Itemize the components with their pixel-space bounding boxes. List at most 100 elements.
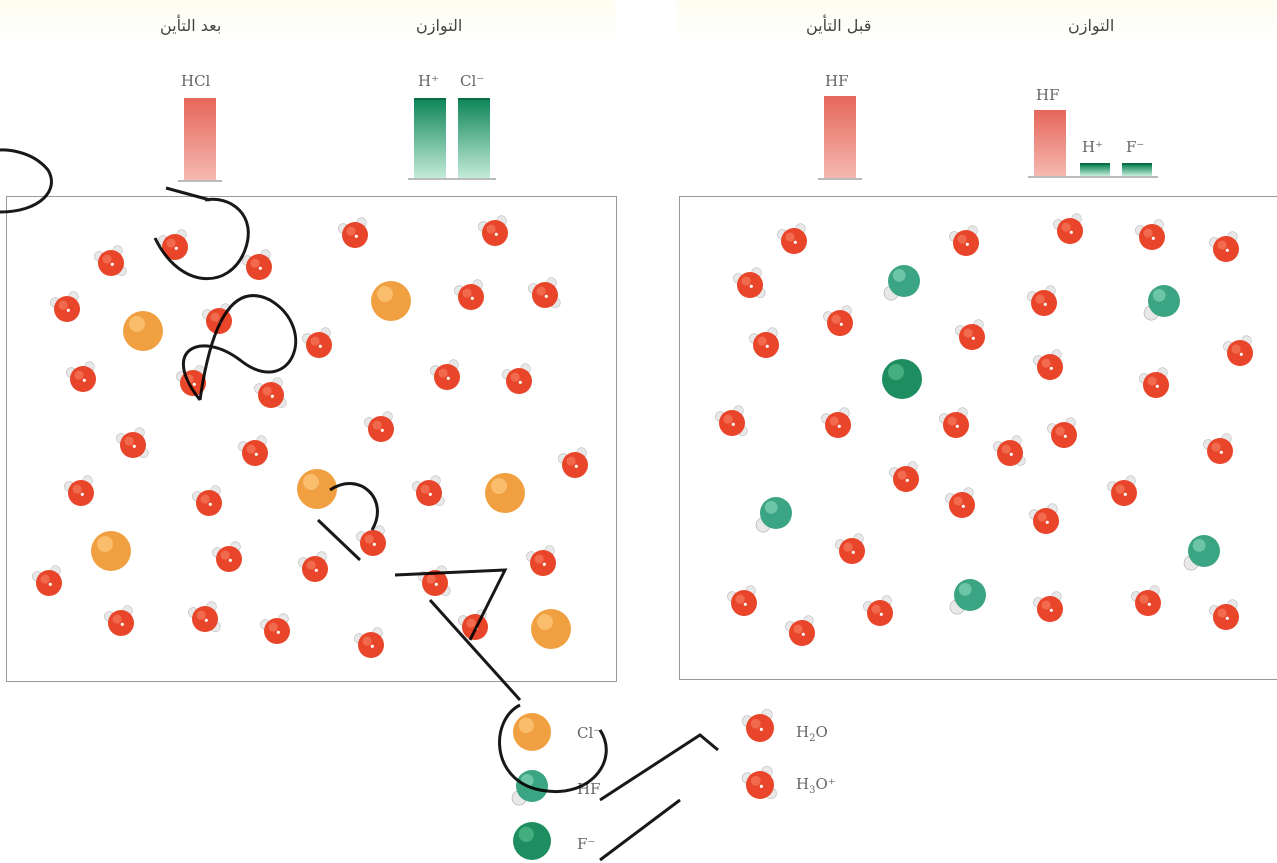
water-molecule-icon bbox=[50, 291, 80, 322]
water-molecule-icon bbox=[835, 533, 865, 564]
left-header-strip bbox=[0, 0, 615, 44]
water-molecule-icon bbox=[1107, 475, 1137, 506]
legend-label-h3o: H3O⁺ bbox=[796, 775, 836, 796]
water-molecule-icon bbox=[364, 411, 394, 442]
water-molecule-icon bbox=[785, 615, 815, 646]
legend-label-cl: Cl⁻ bbox=[577, 724, 602, 742]
water-molecule-icon bbox=[458, 609, 488, 640]
bar-h-plus-left bbox=[414, 98, 446, 180]
water-molecule-icon bbox=[1223, 335, 1253, 366]
water-molecule-icon bbox=[949, 225, 979, 256]
legend-label-f: F⁻ bbox=[577, 835, 596, 853]
water-molecule-icon bbox=[502, 363, 532, 394]
hf-molecule-icon bbox=[511, 770, 548, 806]
h2o-sub: 2 bbox=[809, 733, 816, 744]
h2o-prefix: H bbox=[796, 723, 810, 741]
water-molecule-icon bbox=[1135, 219, 1165, 250]
water-molecule-icon bbox=[1033, 591, 1063, 622]
h3o-prefix: H bbox=[796, 775, 810, 793]
bar-hf-before bbox=[824, 96, 856, 178]
bar-label-h-plus-right: H⁺ bbox=[1082, 138, 1103, 156]
hydronium-ion-icon bbox=[733, 267, 766, 299]
h2o-suffix: O bbox=[815, 723, 828, 741]
water-molecule-icon bbox=[64, 475, 94, 506]
water-molecule-icon bbox=[242, 249, 272, 280]
hydronium-ion-icon bbox=[94, 245, 127, 277]
hydronium-ion-icon bbox=[254, 377, 287, 409]
chloride-ion-icon bbox=[297, 469, 337, 509]
fluoride-ion-icon bbox=[882, 359, 922, 399]
water-molecule-icon bbox=[260, 613, 290, 644]
bar-baseline-right-eq bbox=[1028, 176, 1158, 178]
water-molecule-icon bbox=[298, 551, 328, 582]
water-molecule-icon bbox=[863, 595, 893, 626]
water-molecule-icon bbox=[66, 361, 96, 392]
water-molecule-icon bbox=[889, 461, 919, 492]
h3o-sub: 3 bbox=[809, 785, 816, 796]
water-molecule-icon bbox=[939, 407, 969, 438]
hf-particles bbox=[715, 213, 1253, 646]
hydronium-ion-icon bbox=[188, 601, 221, 633]
hf-molecule-icon bbox=[883, 265, 920, 301]
legend-label-h2o: H2O bbox=[796, 723, 828, 744]
water-molecule-icon bbox=[1131, 585, 1161, 616]
water-molecule-icon bbox=[454, 279, 484, 310]
hydronium-ion-icon bbox=[412, 475, 445, 507]
fluoride-ion-icon bbox=[513, 822, 551, 860]
chloride-ion-icon bbox=[513, 713, 551, 751]
water-molecule-icon bbox=[354, 627, 384, 658]
water-molecule-icon bbox=[32, 565, 62, 596]
hydronium-ion-icon bbox=[993, 435, 1026, 467]
bar-label-hcl: HCl bbox=[181, 72, 211, 90]
bar-baseline-left-before bbox=[178, 180, 222, 182]
water-molecule-icon bbox=[1033, 349, 1063, 380]
water-molecule-icon bbox=[1053, 213, 1083, 244]
water-molecule-icon bbox=[727, 585, 757, 616]
bar-label-cl-minus: Cl⁻ bbox=[460, 72, 485, 90]
left-header-equilibrium: التوازن bbox=[416, 16, 463, 35]
bar-label-hf-before: HF bbox=[825, 72, 849, 90]
water-molecule-icon bbox=[823, 305, 853, 336]
water-molecule-icon bbox=[158, 229, 188, 260]
bar-baseline-left-eq bbox=[408, 178, 496, 180]
water-molecule-icon bbox=[1209, 231, 1239, 262]
water-molecule-icon bbox=[777, 223, 807, 254]
water-molecule-icon bbox=[955, 319, 985, 350]
water-molecule-icon bbox=[212, 541, 242, 572]
legend-label-hf: HF bbox=[577, 780, 601, 798]
water-molecule-icon bbox=[558, 447, 588, 478]
water-molecule-icon bbox=[821, 407, 851, 438]
bar-hf-eq bbox=[1034, 110, 1066, 176]
right-header-before: قبل التأين bbox=[806, 16, 872, 35]
water-molecule-icon bbox=[192, 485, 222, 516]
hf-molecule-icon bbox=[949, 579, 986, 615]
bar-label-hf-eq: HF bbox=[1036, 86, 1060, 104]
water-molecule-icon bbox=[338, 217, 368, 248]
bar-baseline-right-before bbox=[818, 178, 862, 180]
hydronium-ion-icon bbox=[116, 427, 149, 459]
hcl-beaker-panel bbox=[6, 196, 617, 682]
bar-label-f-minus: F⁻ bbox=[1126, 138, 1145, 156]
water-molecule-icon bbox=[430, 359, 460, 390]
water-molecule-icon bbox=[749, 327, 779, 358]
hf-beaker-panel bbox=[679, 196, 1277, 680]
bar-hcl bbox=[184, 98, 216, 180]
water-molecule-icon bbox=[478, 215, 508, 246]
water-molecule-icon bbox=[176, 365, 206, 396]
chloride-ion-icon bbox=[123, 311, 163, 351]
water-molecule-icon bbox=[302, 327, 332, 358]
right-header-equilibrium: التوازن bbox=[1068, 16, 1115, 35]
chloride-ion-icon bbox=[91, 531, 131, 571]
water-molecule-icon bbox=[202, 303, 232, 334]
water-molecule-icon bbox=[1027, 285, 1057, 316]
bar-cl-minus bbox=[458, 98, 490, 180]
water-molecule-icon bbox=[526, 545, 556, 576]
bar-label-h-plus-left: H⁺ bbox=[418, 72, 439, 90]
bar-f-minus bbox=[1122, 163, 1152, 176]
chloride-ion-icon bbox=[485, 473, 525, 513]
water-molecule-icon bbox=[1139, 367, 1169, 398]
right-header-strip bbox=[677, 0, 1277, 44]
bar-h-plus-right bbox=[1080, 163, 1110, 176]
water-molecule-icon bbox=[1203, 433, 1233, 464]
hydronium-ion-icon bbox=[528, 277, 561, 309]
